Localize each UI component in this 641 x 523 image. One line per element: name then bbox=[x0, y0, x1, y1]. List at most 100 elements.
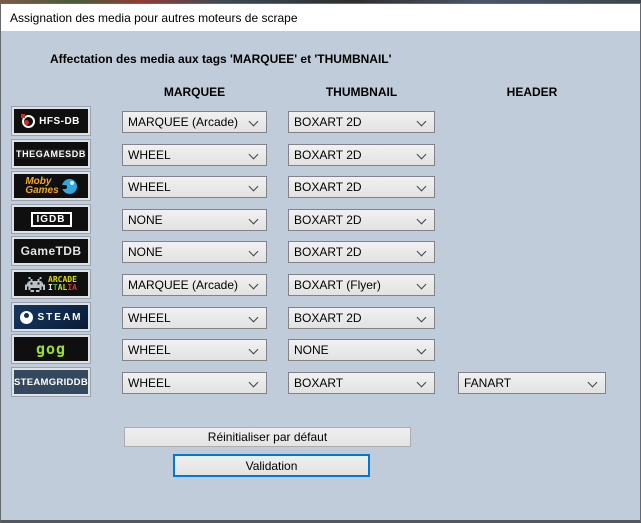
combo-value: FANART bbox=[464, 376, 512, 390]
logo-mobygames: Moby Games bbox=[12, 172, 90, 200]
space-invader-icon bbox=[25, 276, 46, 292]
combo-value: WHEEL bbox=[128, 343, 171, 357]
chevron-down-icon bbox=[587, 377, 598, 388]
desktop-background-sliver bbox=[0, 0, 641, 3]
chevron-down-icon bbox=[248, 214, 259, 225]
table-row: IGDB NONE BOXART 2D bbox=[1, 205, 640, 233]
logo-mobygames-label: Moby Games bbox=[25, 176, 59, 196]
thumbnail-select-gog[interactable]: NONE bbox=[288, 339, 435, 361]
combo-value: WHEEL bbox=[128, 180, 171, 194]
logo-gametdb-label: GameTDB bbox=[20, 244, 82, 258]
column-header-header: HEADER bbox=[506, 85, 558, 99]
thumbnail-select-steam[interactable]: BOXART 2D bbox=[288, 307, 435, 329]
column-header-marquee: MARQUEE bbox=[163, 85, 226, 99]
titlebar[interactable]: Assignation des media pour autres moteur… bbox=[1, 4, 640, 31]
chevron-down-icon bbox=[248, 181, 259, 192]
chevron-down-icon bbox=[416, 344, 427, 355]
reset-defaults-button[interactable]: Réinitialiser par défaut bbox=[124, 427, 411, 447]
thumbnail-select-steamgriddb[interactable]: BOXART bbox=[288, 372, 435, 394]
logo-gog-label: gog bbox=[35, 340, 67, 358]
table-row: ARCADE ITALIA MARQUEE (Arcade) BOXART (F… bbox=[1, 270, 640, 298]
thumbnail-select-arcadeitalia[interactable]: BOXART (Flyer) bbox=[288, 274, 435, 296]
table-row: STEAM WHEEL BOXART 2D bbox=[1, 303, 640, 331]
combo-value: BOXART (Flyer) bbox=[294, 278, 381, 292]
logo-thegamesdb-label: THEGAMESDB bbox=[15, 149, 86, 159]
table-row: GameTDB NONE BOXART 2D bbox=[1, 237, 640, 265]
combo-value: BOXART 2D bbox=[294, 311, 362, 325]
hfsdb-ring-icon bbox=[21, 113, 36, 128]
validate-button[interactable]: Validation bbox=[173, 454, 370, 477]
combo-value: BOXART 2D bbox=[294, 245, 362, 259]
window-title: Assignation des media pour autres moteur… bbox=[10, 10, 298, 25]
combo-value: MARQUEE (Arcade) bbox=[128, 278, 239, 292]
combo-value: BOXART 2D bbox=[294, 213, 362, 227]
thumbnail-select-hfsdb[interactable]: BOXART 2D bbox=[288, 111, 435, 133]
combo-value: NONE bbox=[128, 245, 163, 259]
logo-steamgriddb-label: STEAMGRIDDB bbox=[13, 376, 89, 388]
arcade-line1: ARCADE bbox=[48, 275, 77, 284]
marquee-select-steamgriddb[interactable]: WHEEL bbox=[122, 372, 267, 394]
logo-arcadeitalia: ARCADE ITALIA bbox=[12, 270, 90, 298]
arcade-line2-t: T bbox=[52, 283, 58, 292]
table-row: Moby Games WHEEL BOXART 2D bbox=[1, 172, 640, 200]
chevron-down-icon bbox=[248, 149, 259, 160]
header-select-steamgriddb[interactable]: FANART bbox=[458, 372, 606, 394]
marquee-select-gametdb[interactable]: NONE bbox=[122, 241, 267, 263]
logo-steamgriddb: STEAMGRIDDB bbox=[12, 368, 90, 396]
thumbnail-select-thegamesdb[interactable]: BOXART 2D bbox=[288, 144, 435, 166]
logo-igdb: IGDB bbox=[12, 205, 90, 233]
marquee-select-igdb[interactable]: NONE bbox=[122, 209, 267, 231]
chevron-down-icon bbox=[416, 116, 427, 127]
arcade-line2-al: AL bbox=[57, 283, 68, 292]
thumbnail-select-gametdb[interactable]: BOXART 2D bbox=[288, 241, 435, 263]
combo-value: BOXART 2D bbox=[294, 148, 362, 162]
moby-line2: Games bbox=[25, 185, 59, 196]
combo-value: BOXART 2D bbox=[294, 180, 362, 194]
logo-igdb-label: IGDB bbox=[30, 211, 72, 227]
combo-value: NONE bbox=[128, 213, 163, 227]
chevron-down-icon bbox=[248, 246, 259, 257]
chevron-down-icon bbox=[416, 279, 427, 290]
marquee-select-mobygames[interactable]: WHEEL bbox=[122, 176, 267, 198]
steam-icon bbox=[19, 310, 33, 324]
thumbnail-select-igdb[interactable]: BOXART 2D bbox=[288, 209, 435, 231]
page-title: Affectation des media aux tags 'MARQUEE'… bbox=[50, 52, 392, 66]
chevron-down-icon bbox=[416, 149, 427, 160]
chevron-down-icon bbox=[416, 246, 427, 257]
combo-value: BOXART bbox=[294, 376, 344, 390]
table-row: HFS-DB MARQUEE (Arcade) BOXART 2D bbox=[1, 107, 640, 135]
logo-steam-label: STEAM bbox=[37, 311, 83, 323]
combo-value: WHEEL bbox=[128, 311, 171, 325]
arcade-line2-ia: IA bbox=[67, 283, 77, 292]
table-row: THEGAMESDB WHEEL BOXART 2D bbox=[1, 140, 640, 168]
dialog-window: Assignation des media pour autres moteur… bbox=[0, 3, 641, 523]
marquee-select-gog[interactable]: WHEEL bbox=[122, 339, 267, 361]
logo-hfsdb: HFS-DB bbox=[12, 107, 90, 135]
chevron-down-icon bbox=[248, 312, 259, 323]
table-row: gog WHEEL NONE bbox=[1, 335, 640, 363]
combo-value: BOXART 2D bbox=[294, 115, 362, 129]
chevron-down-icon bbox=[416, 214, 427, 225]
marquee-select-steam[interactable]: WHEEL bbox=[122, 307, 267, 329]
combo-value: WHEEL bbox=[128, 376, 171, 390]
logo-thegamesdb: THEGAMESDB bbox=[12, 140, 90, 168]
chevron-down-icon bbox=[248, 116, 259, 127]
marquee-select-thegamesdb[interactable]: WHEEL bbox=[122, 144, 267, 166]
mobygames-creature-icon bbox=[59, 178, 77, 194]
chevron-down-icon bbox=[416, 312, 427, 323]
chevron-down-icon bbox=[416, 181, 427, 192]
logo-steam: STEAM bbox=[12, 303, 90, 331]
moby-line1: Moby bbox=[25, 176, 52, 187]
chevron-down-icon bbox=[248, 344, 259, 355]
logo-gametdb: GameTDB bbox=[12, 237, 90, 265]
marquee-select-hfsdb[interactable]: MARQUEE (Arcade) bbox=[122, 111, 267, 133]
combo-value: MARQUEE (Arcade) bbox=[128, 115, 239, 129]
logo-gog: gog bbox=[12, 335, 90, 363]
chevron-down-icon bbox=[416, 377, 427, 388]
thumbnail-select-mobygames[interactable]: BOXART 2D bbox=[288, 176, 435, 198]
marquee-select-arcadeitalia[interactable]: MARQUEE (Arcade) bbox=[122, 274, 267, 296]
combo-value: NONE bbox=[294, 343, 329, 357]
logo-hfsdb-label: HFS-DB bbox=[39, 115, 80, 127]
table-row: STEAMGRIDDB WHEEL BOXART FANART bbox=[1, 368, 640, 396]
